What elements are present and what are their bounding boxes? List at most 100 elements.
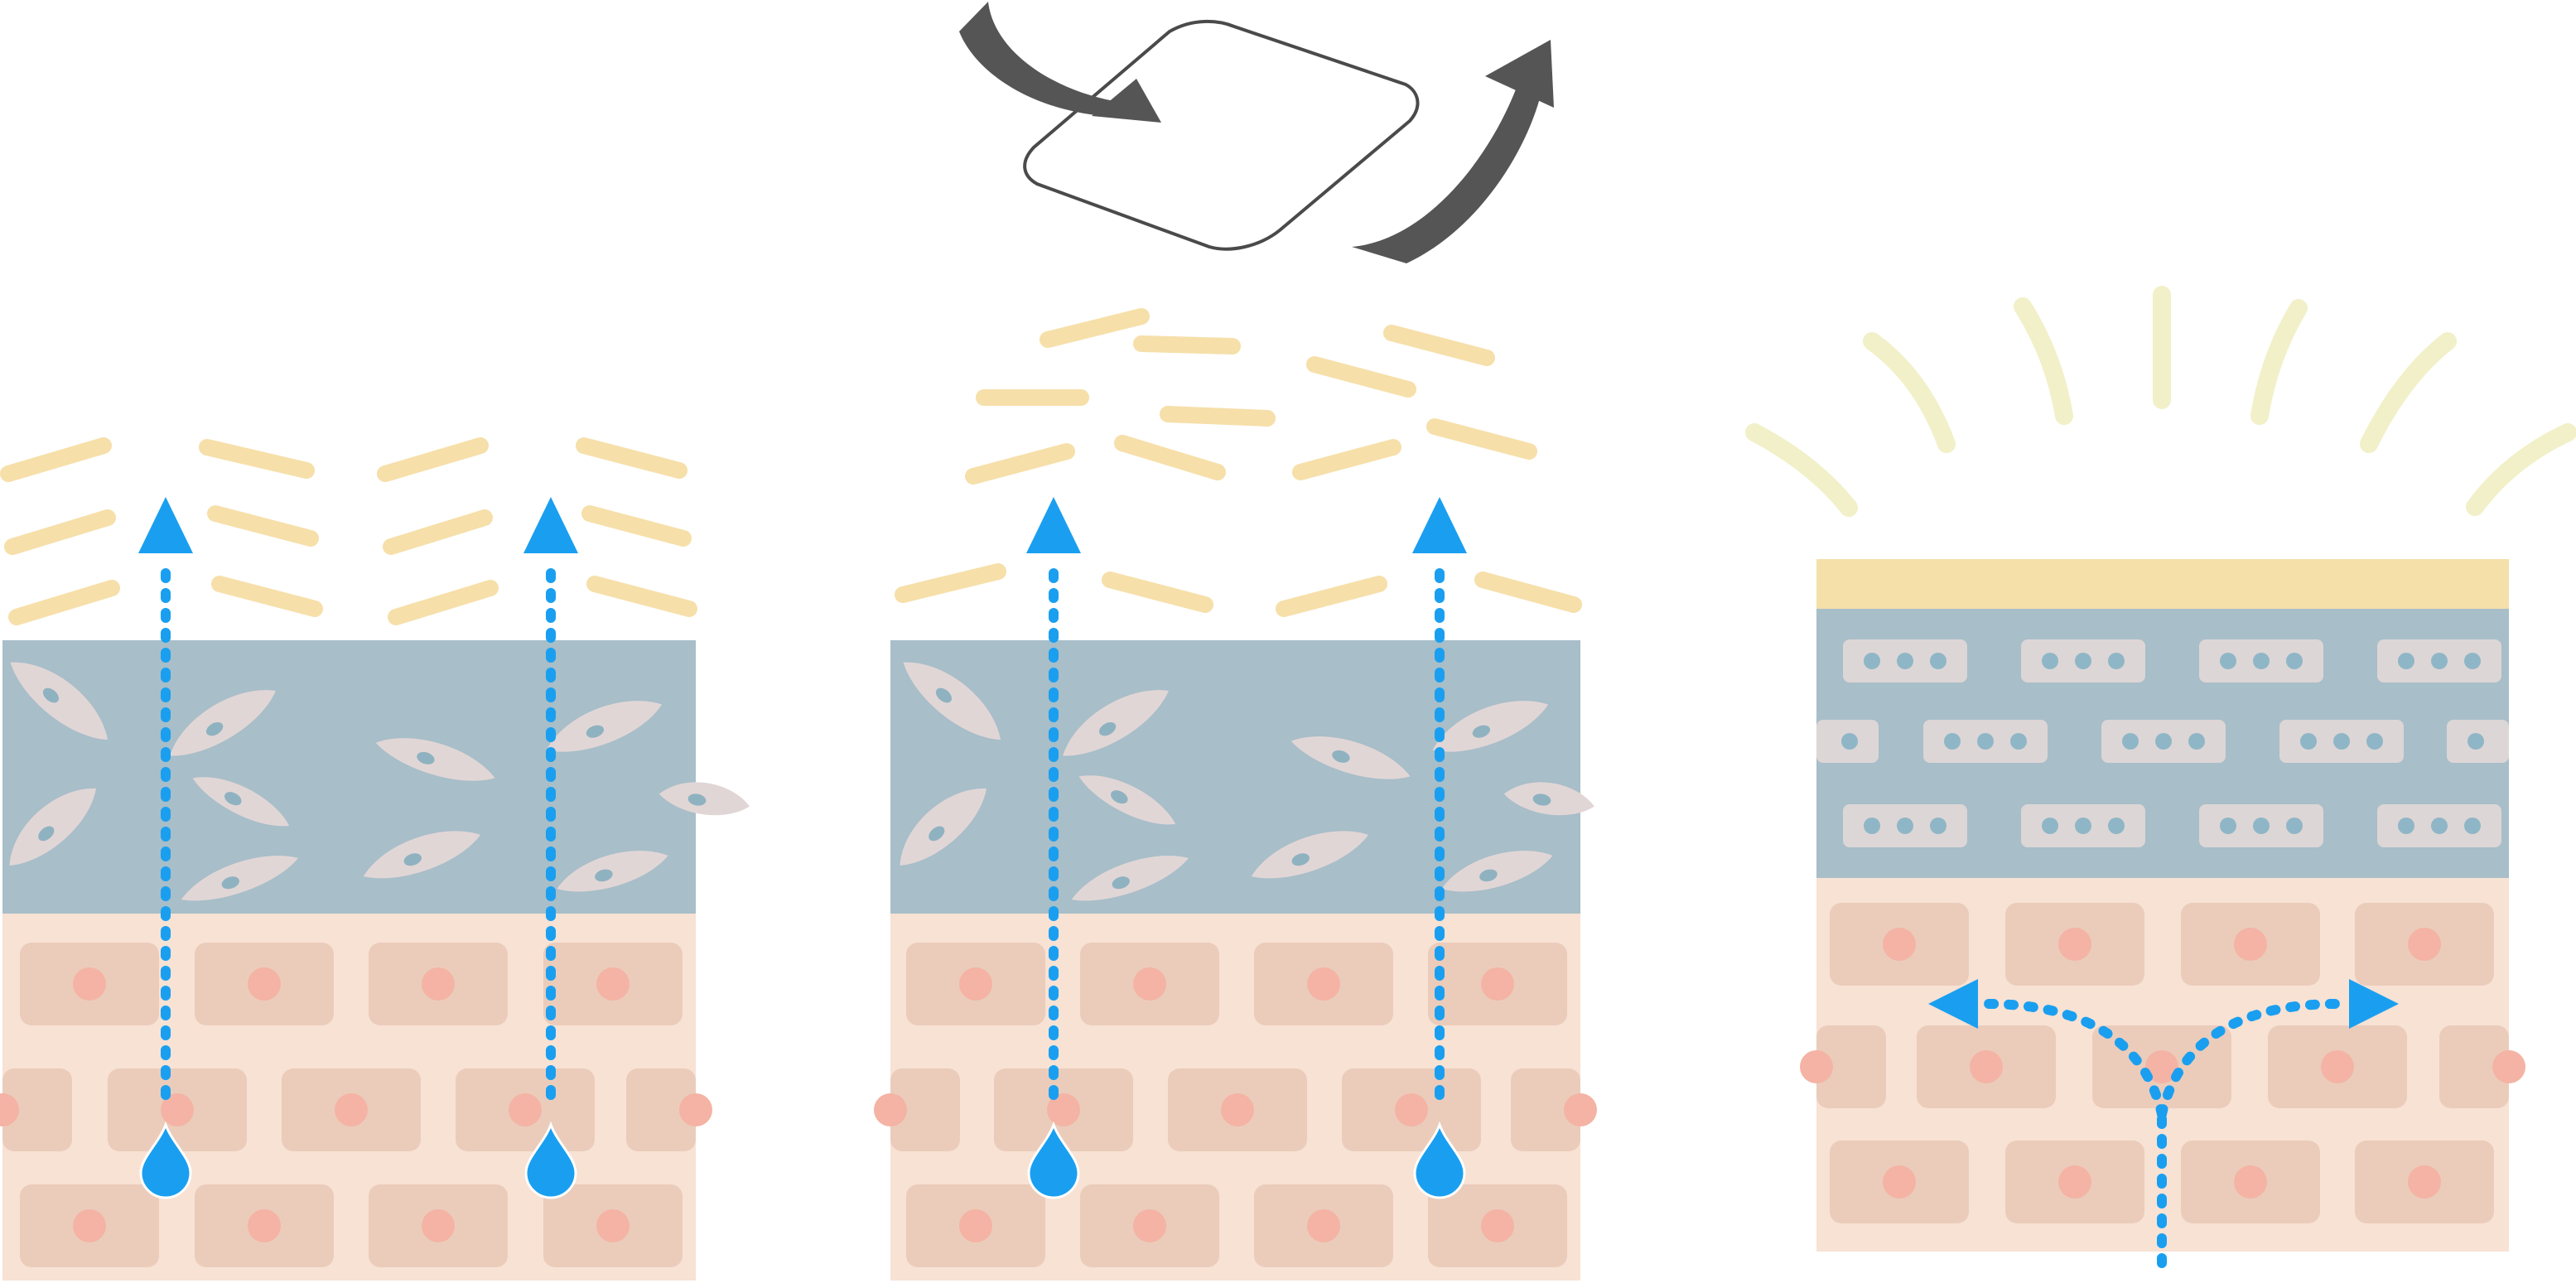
cell-nucleus — [1481, 967, 1514, 1001]
cell-nucleus — [679, 1093, 712, 1126]
spindle-cell — [1432, 701, 1549, 752]
spindle-cell — [1078, 775, 1176, 825]
spindle-cell — [1290, 736, 1411, 779]
stacked-cell-dot — [1977, 733, 1994, 750]
spindle-body — [903, 662, 1001, 740]
radiance-line-icon — [2466, 423, 2576, 516]
cell-nucleus — [2234, 928, 2267, 961]
stacked-cell-dot — [1930, 818, 1946, 834]
flake — [1040, 308, 1150, 348]
stacked-cell-dot — [2010, 733, 2027, 750]
cell-nucleus — [422, 967, 455, 1001]
radiance-line-icon — [1745, 423, 1858, 517]
spindle-cells — [900, 662, 1594, 901]
spindle-nucleus — [929, 826, 945, 842]
flake — [965, 443, 1075, 485]
spindle-body — [900, 788, 987, 866]
cell-nucleus — [1221, 1093, 1254, 1126]
up-arrow-icon — [523, 497, 578, 553]
cell-nucleus — [1970, 1050, 2003, 1083]
flake — [1474, 572, 1582, 613]
spindle-cell — [900, 788, 987, 866]
stacked-cell-dot — [2075, 818, 2091, 834]
sealed-top-band — [1816, 559, 2509, 609]
spindle-cell — [1071, 856, 1189, 901]
stacked-cell-dot — [2108, 818, 2125, 834]
spindle-nucleus — [42, 687, 60, 703]
flake — [586, 576, 697, 617]
cell-nucleus — [1883, 928, 1916, 961]
spindle-cell — [903, 662, 1001, 740]
radiance-line-icon — [2360, 332, 2457, 453]
stacked-cell-dot — [1864, 653, 1880, 669]
moisture-dotted-line — [2157, 998, 2349, 1119]
spindle-body — [1071, 856, 1189, 901]
stacked-cell-dot — [2398, 653, 2414, 669]
spindle-body — [557, 851, 668, 892]
film-outline — [1023, 20, 1420, 251]
stacked-cell-dot — [2464, 653, 2481, 669]
stacked-cell-dot — [2253, 653, 2270, 669]
cell-nucleus — [1047, 1093, 1080, 1126]
cell-blocks — [874, 943, 1597, 1267]
flake — [199, 439, 315, 479]
spindle-cell — [170, 690, 276, 756]
spindle-cell — [546, 701, 663, 752]
side-arrow-icon — [1928, 979, 1978, 1029]
cell-nucleus — [1307, 1209, 1340, 1242]
stacked-cell-dot — [2075, 653, 2091, 669]
flake — [1276, 576, 1387, 617]
spindle-nucleus — [205, 721, 224, 736]
spindle-body — [1251, 831, 1369, 879]
flake — [0, 437, 112, 482]
cell-nucleus — [2408, 928, 2441, 961]
cell-block — [2, 1068, 72, 1151]
flake — [383, 509, 493, 555]
flake — [895, 563, 1006, 603]
flake — [4, 509, 116, 555]
spindle-nucleus — [1472, 725, 1490, 738]
spindle-cell — [363, 831, 481, 879]
spindle-body — [375, 738, 495, 781]
radiance-lines — [1745, 286, 2576, 517]
spindle-cell — [181, 856, 299, 901]
stacked-cell-dot — [1897, 818, 1913, 834]
cell-nucleus — [73, 1209, 106, 1242]
stacked-cell-dot — [2366, 733, 2383, 750]
stacked-cell-dot — [1864, 818, 1880, 834]
spindle-nucleus — [935, 687, 953, 703]
spindle-nucleus — [38, 826, 55, 842]
spindle-body — [1290, 736, 1411, 779]
stacked-cell-dot — [1930, 653, 1946, 669]
flake — [1133, 335, 1241, 355]
spindle-body — [363, 831, 481, 879]
spindle-nucleus — [1532, 793, 1551, 806]
stacked-cell-dot — [2464, 818, 2481, 834]
cell-nucleus — [248, 967, 281, 1001]
cell-nucleus — [422, 1209, 455, 1242]
spindle-nucleus — [586, 725, 604, 738]
spindle-nucleus — [1112, 876, 1130, 890]
curved-arrow-icon — [1352, 40, 1554, 263]
cell-block — [890, 1068, 960, 1151]
water-drop-icon — [139, 1121, 192, 1199]
spindle-nucleus — [417, 751, 435, 764]
cell-nucleus — [1133, 967, 1166, 1001]
stacked-cell-dot — [2431, 653, 2448, 669]
cell-nucleus — [0, 1093, 19, 1126]
stacked-cell-dot — [2398, 818, 2414, 834]
flake — [581, 505, 692, 547]
spindle-body — [1432, 701, 1549, 752]
spindle-nucleus — [687, 793, 707, 806]
spindle-nucleus — [1111, 790, 1128, 804]
panel-left — [0, 437, 750, 1281]
stacked-cell-dot — [2042, 818, 2058, 834]
flake — [388, 580, 499, 625]
curved-arrow-icon — [959, 2, 1161, 123]
spindle-nucleus — [221, 876, 239, 890]
cell-nucleus — [335, 1093, 368, 1126]
spindle-nucleus — [1479, 869, 1498, 882]
flake — [377, 437, 489, 482]
